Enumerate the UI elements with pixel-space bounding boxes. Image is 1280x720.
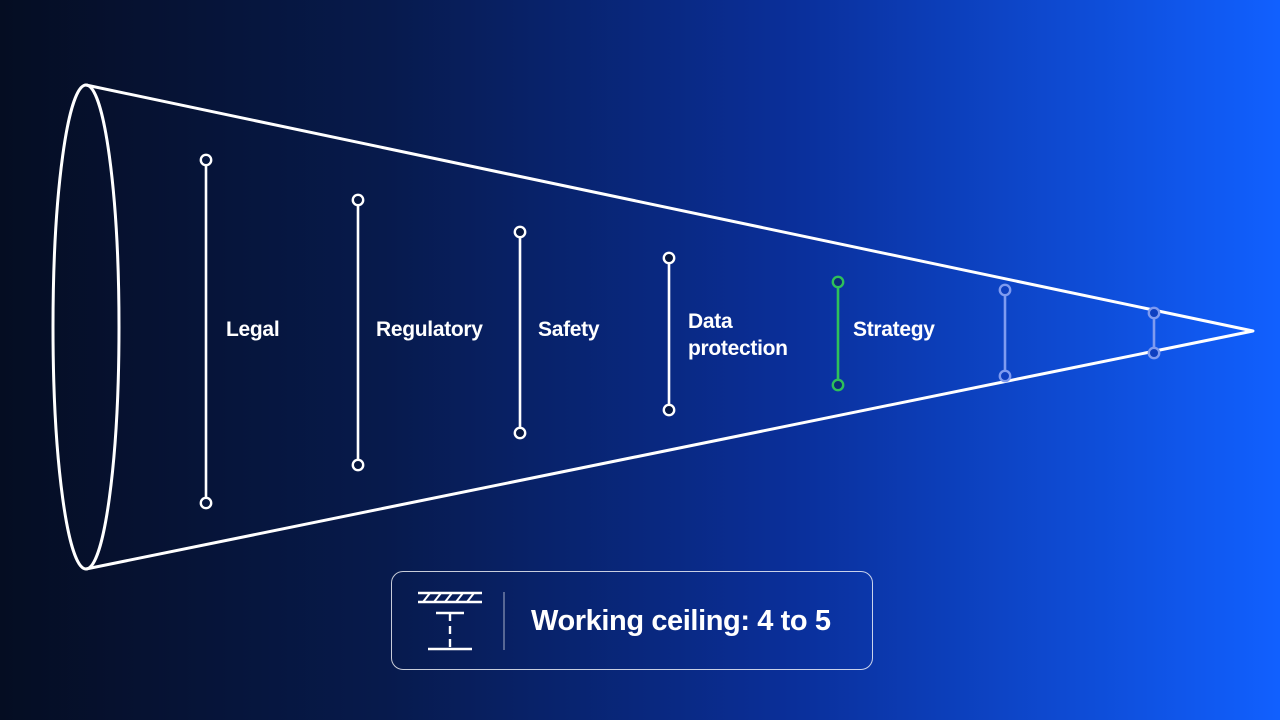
stage-marker-dot [1147, 346, 1161, 360]
working-ceiling-card: Working ceiling: 4 to 5 [391, 571, 873, 670]
stage-marker-dot [1147, 306, 1161, 320]
stage-marker-dot [351, 193, 365, 207]
funnel-mouth [51, 83, 121, 571]
working-ceiling-label: Working ceiling: 4 to 5 [531, 605, 831, 637]
stage-label: Regulatory [376, 318, 483, 341]
stage-label: Strategy [853, 318, 935, 341]
stage-marker-dot [998, 283, 1012, 297]
stage-marker-dot [513, 225, 527, 239]
stage-label: Data protection [688, 310, 788, 360]
stage-markers [199, 153, 1161, 510]
stage-label: Safety [538, 318, 600, 341]
stage-marker-dot [513, 426, 527, 440]
stage-marker-dot [998, 369, 1012, 383]
stage-marker-dot [662, 251, 676, 265]
stage-marker-dot [199, 153, 213, 167]
stage-marker-dot [351, 458, 365, 472]
stage-label: Legal [226, 318, 280, 341]
stage-marker-dot [199, 496, 213, 510]
stage-marker-dot [831, 378, 845, 392]
ceiling-beam-icon [418, 591, 482, 651]
stage-marker-dot [831, 275, 845, 289]
card-divider [503, 592, 505, 650]
funnel-body [84, 83, 1255, 571]
stage-marker-dot [662, 403, 676, 417]
